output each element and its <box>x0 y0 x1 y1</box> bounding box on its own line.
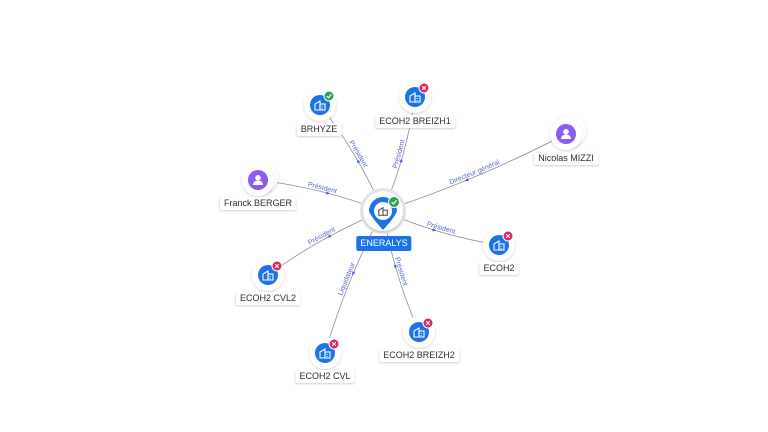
edge-arrow-franck-berger <box>325 191 331 195</box>
node-label-nicolas-mizzi: Nicolas MIZZI <box>534 152 598 165</box>
edge-label-ecoh2-cvl2: Président <box>307 226 336 247</box>
close-badge-icon <box>418 82 430 94</box>
edge-arrow-ecoh2 <box>432 228 437 232</box>
edge-label-franck-berger: Président <box>307 181 338 195</box>
edge-label-ecoh2-breizh2: Président <box>393 257 408 287</box>
edge-label-brhyze: Président <box>347 140 368 169</box>
node-ecoh2-cvl2[interactable] <box>252 259 284 291</box>
node-nicolas-mizzi[interactable] <box>550 115 586 150</box>
node-label-ecoh2: ECOH2 <box>479 262 519 275</box>
edge-label-ecoh2: Président <box>426 221 456 236</box>
node-label-brhyze: BRHYZE <box>296 123 342 136</box>
edge-arrow-nicolas-mizzi <box>464 177 469 181</box>
nodes <box>242 81 586 369</box>
node-ecoh2[interactable] <box>483 229 515 261</box>
node-label-ecoh2-cvl: ECOH2 CVL <box>295 370 355 383</box>
node-ecoh2-breizh2[interactable] <box>403 316 435 348</box>
node-label-franck-berger: Franck BERGER <box>219 197 297 210</box>
edge-nicolas-mizzi <box>382 133 567 212</box>
node-ecoh2-breizh1[interactable] <box>399 81 431 113</box>
edge-arrow-ecoh2-cvl <box>352 271 356 276</box>
edge-label-nicolas-mizzi: Directeur général <box>449 159 502 186</box>
close-badge-icon <box>328 338 340 350</box>
node-ecoh2-cvl[interactable] <box>309 337 341 369</box>
node-label-ecoh2-breizh1: ECOH2 BREIZH1 <box>375 115 455 128</box>
center-node-label: ENERALYS <box>356 236 412 251</box>
close-badge-icon <box>422 317 434 329</box>
edge-arrow-brhyze <box>356 159 361 164</box>
edge-arrow-ecoh2-breizh2 <box>393 264 397 269</box>
check-badge-icon <box>388 196 400 208</box>
node-franck-berger[interactable] <box>242 161 278 196</box>
edge-label-ecoh2-cvl: Liquidateur <box>337 261 357 297</box>
edge-arrow-ecoh2-breizh1 <box>399 158 403 163</box>
edge-label-ecoh2-breizh1: Président <box>392 139 407 169</box>
node-label-ecoh2-breizh2: ECOH2 BREIZH2 <box>379 349 459 362</box>
center-node[interactable] <box>360 188 406 234</box>
edge-arrow-ecoh2-cvl2 <box>327 234 332 238</box>
check-badge-icon <box>323 90 335 102</box>
close-badge-icon <box>502 230 514 242</box>
node-brhyze[interactable] <box>304 89 336 121</box>
company-icon <box>378 206 388 216</box>
node-label-ecoh2-cvl2: ECOH2 CVL2 <box>235 292 301 305</box>
close-badge-icon <box>271 260 283 272</box>
